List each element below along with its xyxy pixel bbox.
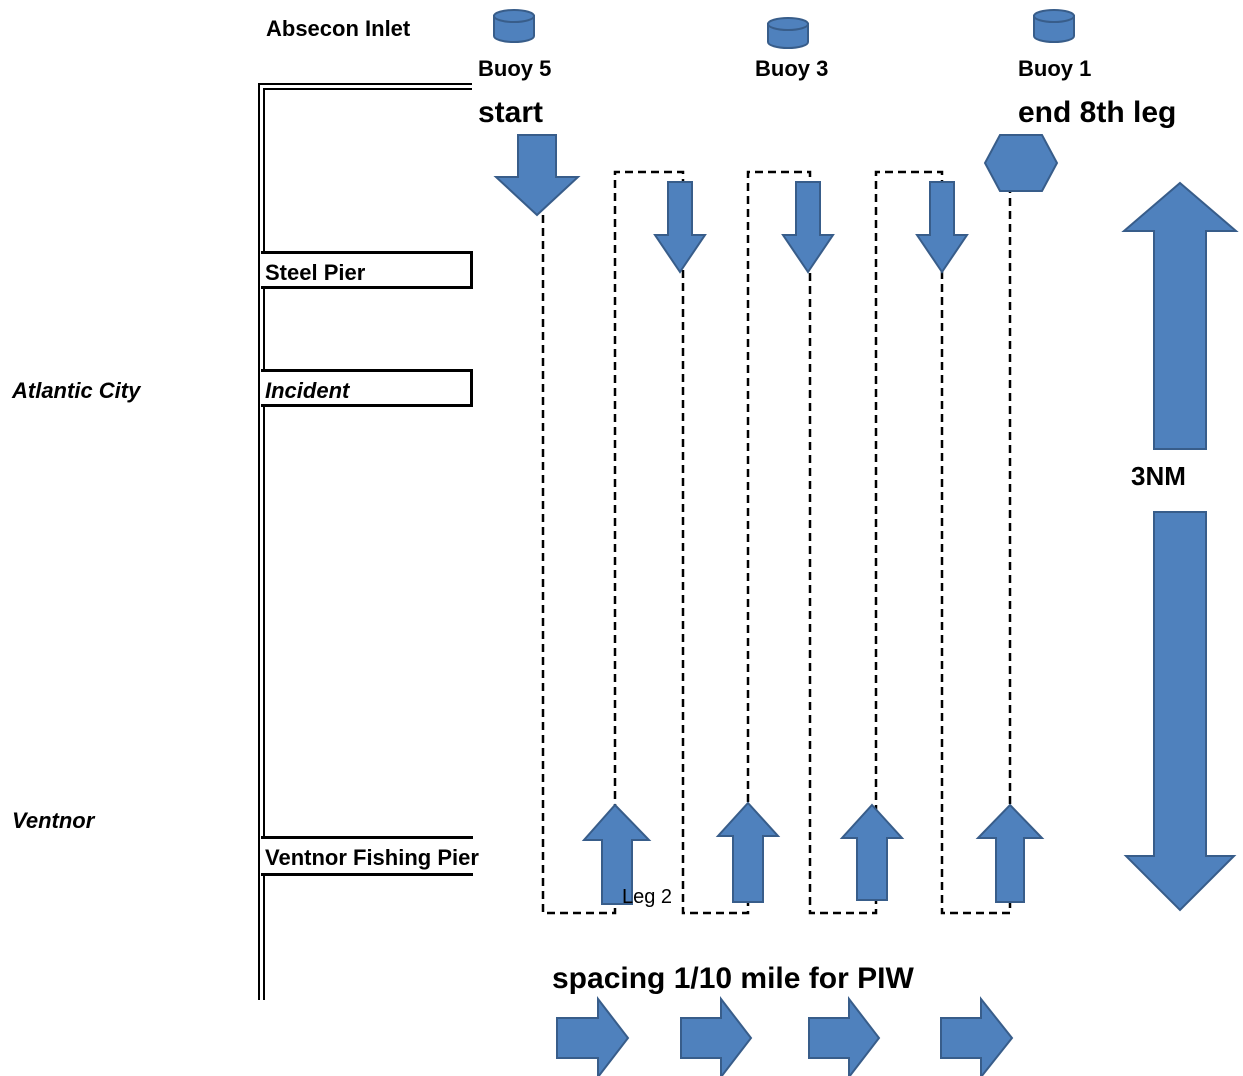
shoreline [258,83,472,1000]
buoy-1-label: Buoy 1 [1018,56,1092,81]
spacing-right-arrow-icon [808,996,881,1076]
search-track [541,170,1012,915]
inlet-label: Absecon Inlet [266,16,411,41]
buoy-5-icon [493,9,535,43]
buoy-3-label: Buoy 3 [755,56,829,81]
ventnor-fishing-pier: Ventnor Fishing Pier [261,836,479,876]
end-leg-label: end 8th leg [1018,96,1177,129]
down-leg-arrow-icon [781,181,835,274]
up-leg-arrow-icon [715,801,781,903]
spacing-right-arrow-icon [680,996,753,1076]
leg-label: Leg 2 [622,886,673,908]
incident-label: Incident [265,378,350,403]
up-leg-arrow-icon [975,803,1045,903]
start-arrow-icon [493,134,581,217]
spacing-label: spacing 1/10 mile for PIW [552,962,914,995]
buoy-5-label: Buoy 5 [478,56,552,81]
steel-pier: Steel Pier [261,251,473,289]
up-leg-arrow-icon [581,803,652,905]
spacing-right-arrow-icon [556,996,630,1076]
incident-marker: Incident [261,369,473,407]
down-leg-arrow-icon [915,181,969,274]
steel-pier-label: Steel Pier [265,260,366,285]
scale-double-arrow-icon [1121,181,1239,912]
start-label: start [478,96,544,129]
buoy-1-icon [1033,9,1075,43]
ventnor-label: Ventnor [12,808,95,833]
end-hexagon-icon [983,134,1059,192]
atlantic-city-label: Atlantic City [12,378,141,403]
ventnor-fishing-pier-label: Ventnor Fishing Pier [265,845,479,870]
up-leg-arrow-icon [839,803,905,901]
scale-label: 3NM [1131,461,1186,491]
spacing-right-arrow-icon [940,996,1014,1076]
down-leg-arrow-icon [653,181,707,274]
buoy-3-icon [767,17,809,49]
